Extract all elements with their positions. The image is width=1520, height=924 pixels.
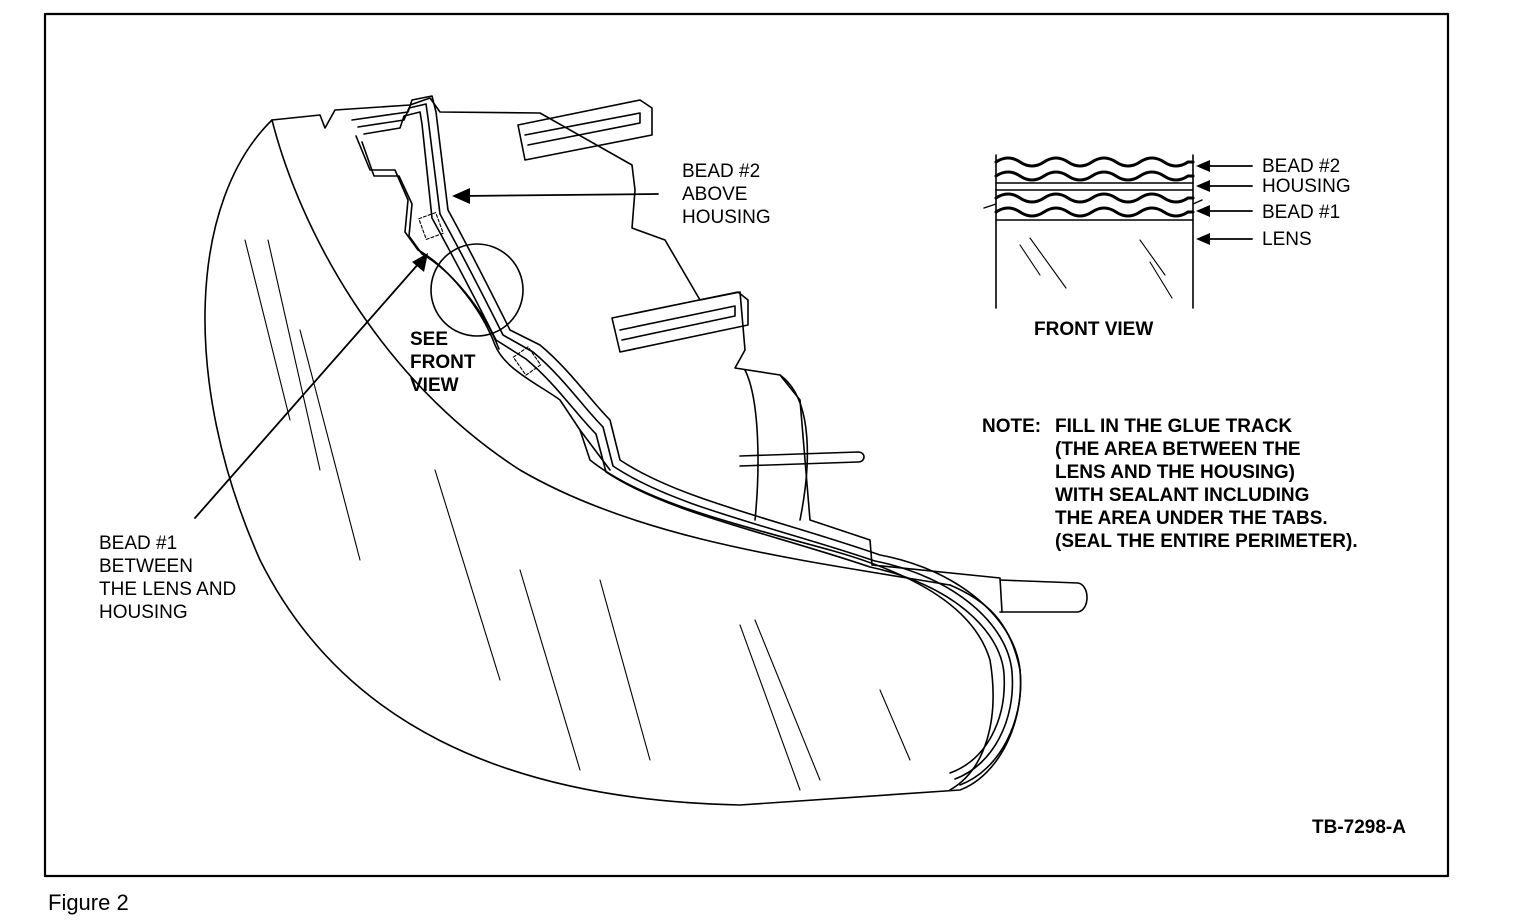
- note-prefix: NOTE:: [982, 416, 1042, 437]
- lens-glare-lines: [244, 239, 911, 791]
- bead1-wave: [994, 192, 1195, 204]
- front-view-glare: [1019, 237, 1173, 299]
- front-view-inset: [983, 154, 1253, 309]
- figure-frame: [43, 12, 1450, 878]
- bead1-between-label: BEAD #1 BETWEEN THE LENS AND HOUSING: [99, 533, 237, 623]
- bead2-leader-line: [461, 193, 659, 197]
- bead1-arrowhead: [412, 253, 428, 272]
- front-view-layer-housing: HOUSING: [1262, 176, 1351, 197]
- bead2-above-housing-label: BEAD #2 ABOVE HOUSING: [682, 161, 771, 228]
- lens-inner-edge: [271, 119, 951, 586]
- front-view-layer-lens: LENS: [1262, 229, 1312, 250]
- front-view-title: FRONT VIEW: [1034, 319, 1154, 340]
- mounting-rods: [739, 451, 1088, 613]
- lower-tab: [611, 291, 749, 353]
- locator-pad-upper: [418, 212, 444, 240]
- figure-code: TB-7298-A: [1312, 817, 1406, 838]
- bead2-wave: [994, 156, 1195, 168]
- bead2-arrowhead: [452, 188, 470, 204]
- note-line: LENS AND THE HOUSING): [1055, 462, 1295, 483]
- detail-circle: [430, 243, 524, 337]
- glue-track-beads: [351, 95, 1022, 791]
- front-view-layer-bead1: BEAD #1: [1262, 202, 1341, 223]
- front-view-layer-bead2: BEAD #2: [1262, 156, 1341, 177]
- bead1-leader-line: [194, 261, 421, 519]
- see-front-view-label: SEE FRONT VIEW: [410, 329, 476, 396]
- housing-outline: [271, 97, 1003, 613]
- note-line: (SEAL THE ENTIRE PERIMETER).: [1055, 531, 1358, 552]
- note-line: (THE AREA BETWEEN THE: [1055, 439, 1301, 460]
- upper-tab: [517, 99, 653, 161]
- note-line: THE AREA UNDER THE TABS.: [1055, 508, 1328, 529]
- note-line: WITH SEALANT INCLUDING: [1055, 485, 1310, 506]
- note-line: FILL IN THE GLUE TRACK: [1055, 416, 1293, 437]
- figure-caption: Figure 2: [48, 890, 129, 915]
